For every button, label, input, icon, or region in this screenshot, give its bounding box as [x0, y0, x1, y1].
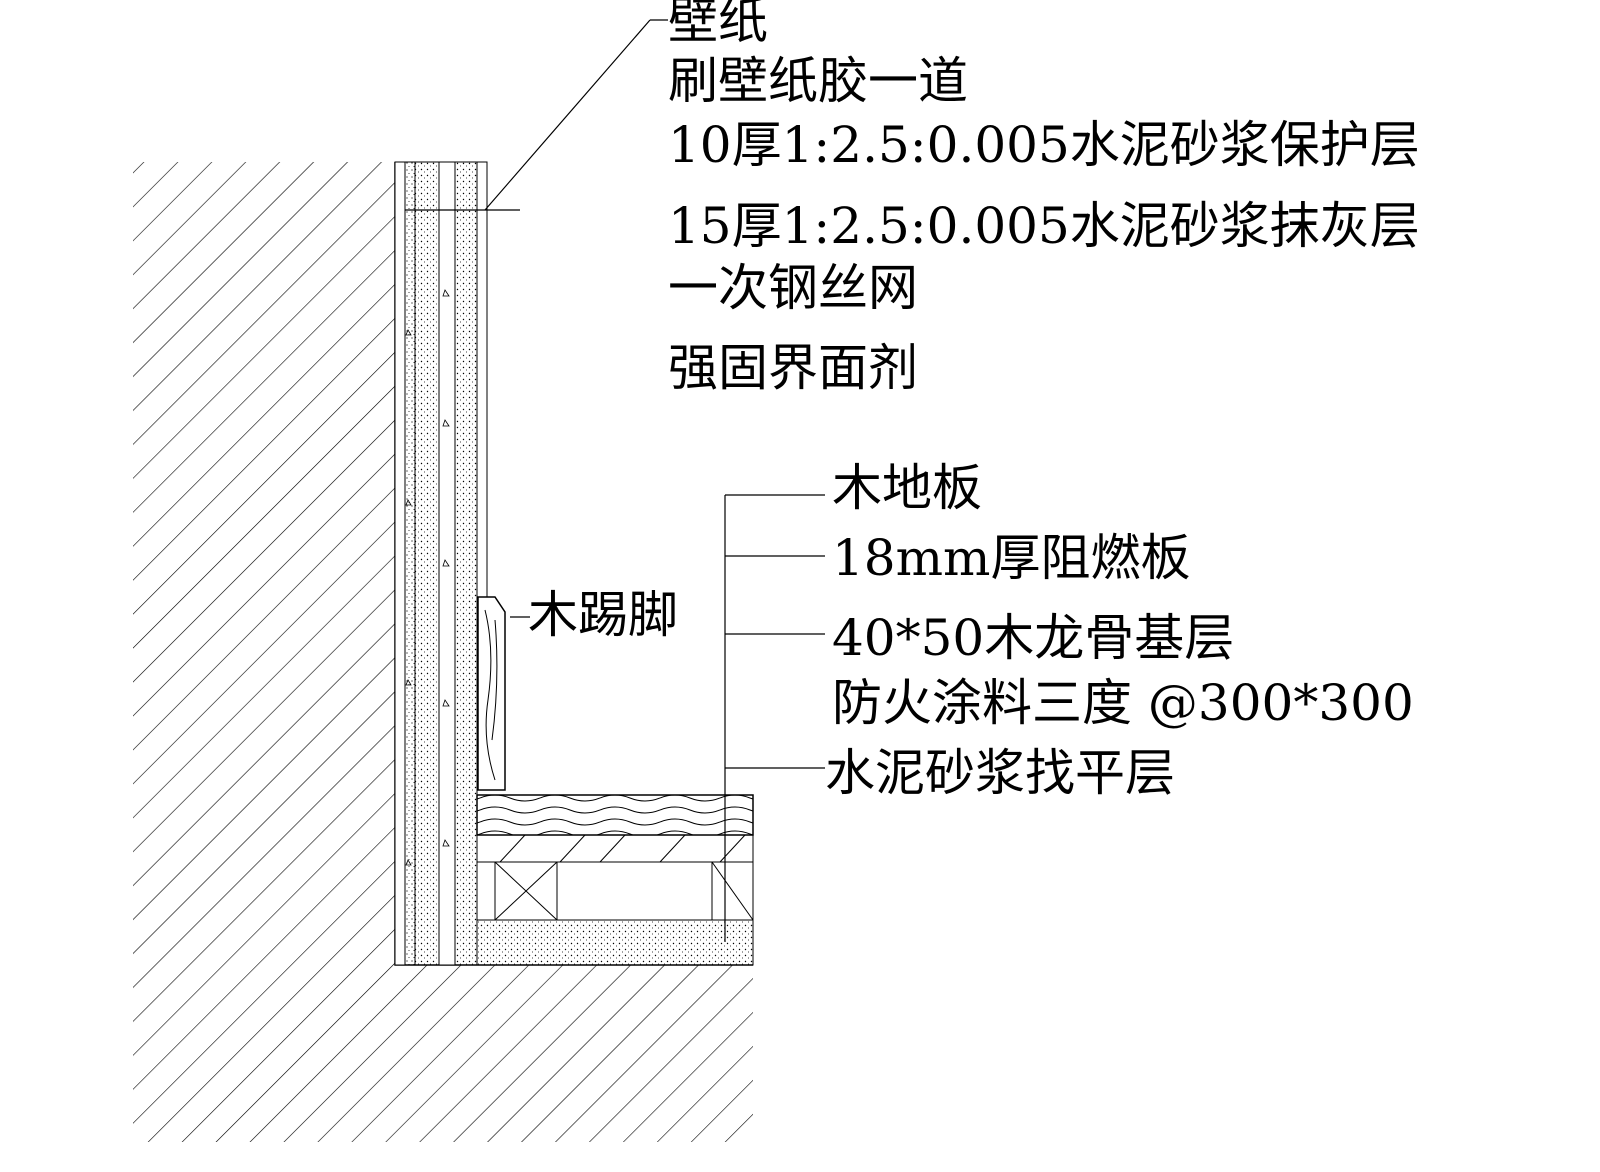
wood-joists [494, 861, 754, 921]
label-skirting: 木踢脚 [528, 586, 678, 644]
plaster-layer-15mm [414, 161, 440, 966]
label-steel-mesh: 一次钢丝网 [668, 259, 918, 317]
label-wood-floor: 木地板 [832, 459, 982, 517]
interface-agent-layer [394, 161, 406, 966]
label-leveling-layer: 水泥砂浆找平层 [825, 744, 1175, 802]
label-wallpaper: 壁纸 [668, 0, 768, 50]
label-wood-joist: 40*50木龙骨基层 [832, 609, 1234, 667]
wall-finish-layers [394, 161, 488, 966]
label-wallpaper-glue: 刷壁纸胶一道 [668, 52, 968, 110]
leveling-layer [476, 919, 754, 966]
label-interface-agent: 强固界面剂 [668, 339, 918, 397]
wood-skirting [477, 596, 506, 791]
fire-retardant-board [476, 834, 754, 863]
wallpaper-layer [476, 161, 488, 598]
floor-labels: 木地板 18mm厚阻燃板 40*50木龙骨基层 防火涂料三度 @300*300 … [825, 459, 1414, 802]
label-fireproof-coating: 防火涂料三度 @300*300 [832, 674, 1414, 732]
aggregate-marks [405, 289, 450, 866]
concrete-hatch [133, 162, 753, 1142]
leader-lines [405, 19, 825, 942]
floor-layers [476, 794, 754, 966]
label-protective-layer: 10厚1:2.5:0.005水泥砂浆保护层 [668, 116, 1420, 174]
wood-floor [476, 794, 754, 836]
steel-mesh-layer [404, 161, 416, 966]
board-marks [499, 834, 746, 863]
label-fire-board: 18mm厚阻燃板 [832, 529, 1190, 587]
mortar-layer [454, 161, 478, 966]
wall-labels: 壁纸 刷壁纸胶一道 10厚1:2.5:0.005水泥砂浆保护层 15厚1:2.5… [668, 0, 1420, 397]
label-plaster-layer: 15厚1:2.5:0.005水泥砂浆抹灰层 [668, 197, 1420, 255]
